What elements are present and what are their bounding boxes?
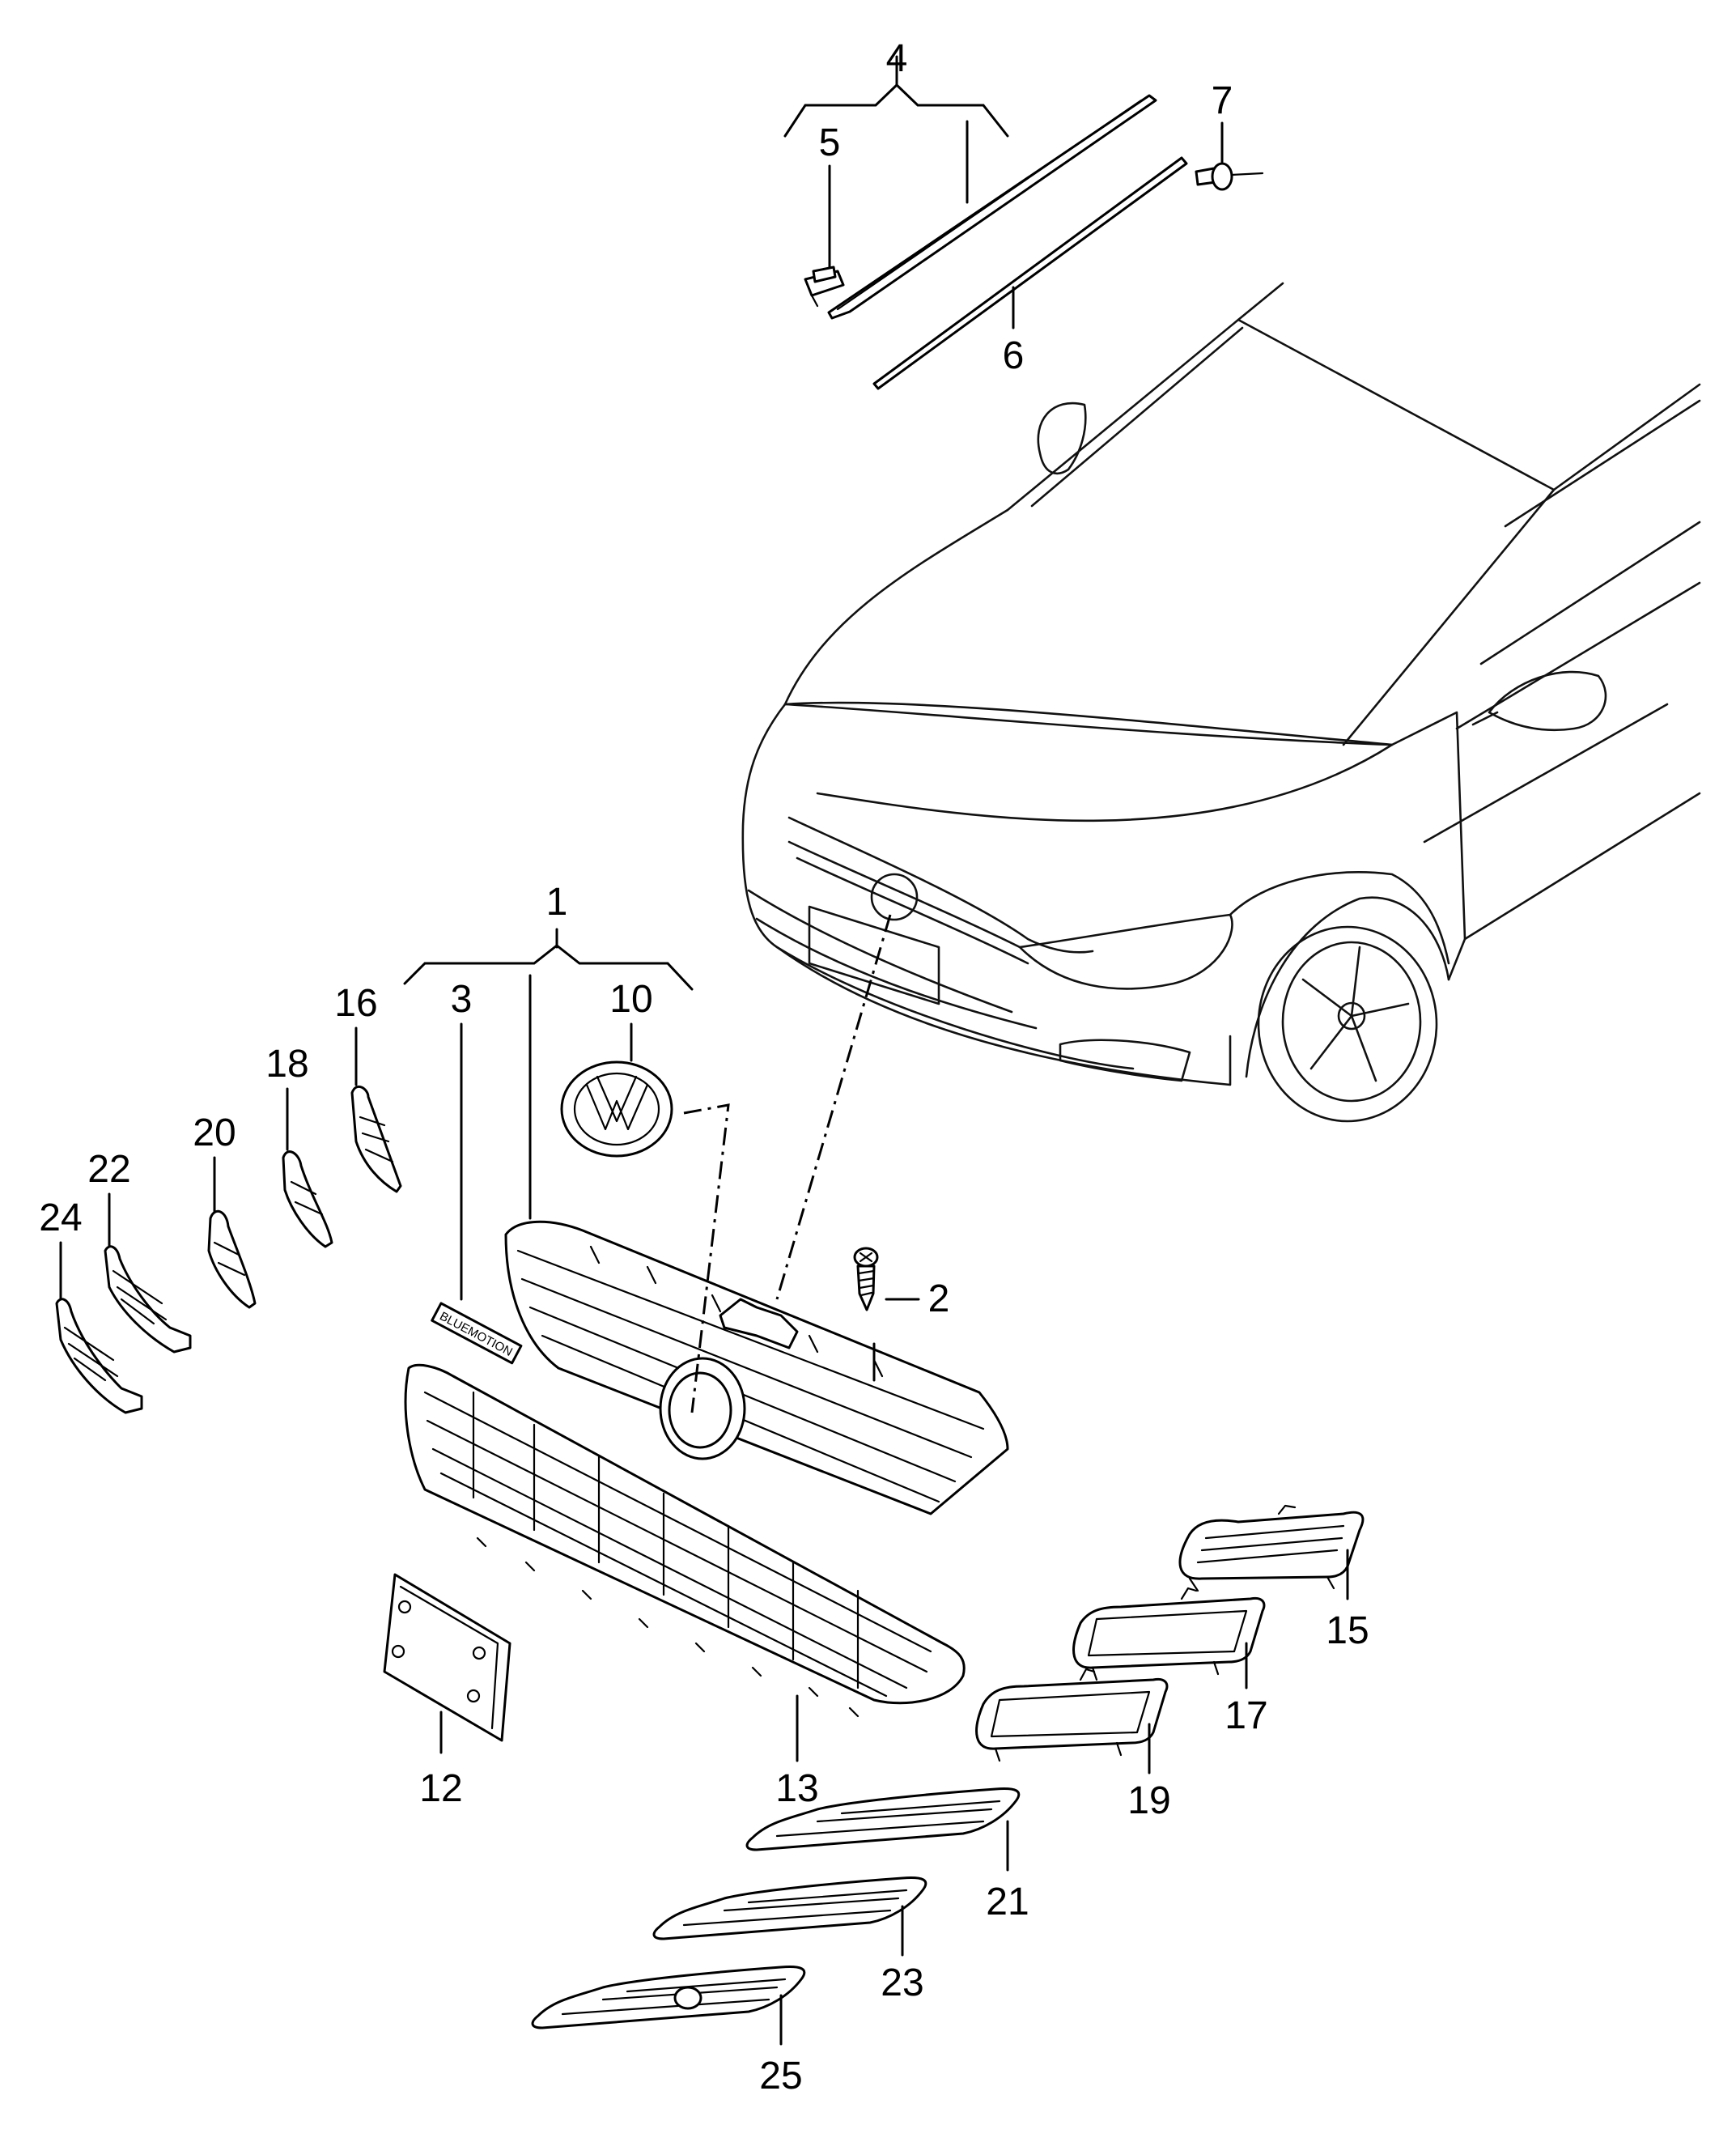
callout-1: 1 bbox=[546, 881, 568, 924]
grille-group: 1 10 2 bbox=[403, 881, 1009, 1515]
trim-22 bbox=[104, 1245, 192, 1354]
callout-12: 12 bbox=[419, 1767, 462, 1810]
callout-7: 7 bbox=[1212, 79, 1233, 122]
bluemotion-badge: BLUEMOTION bbox=[431, 1302, 523, 1365]
trim-20 bbox=[207, 1209, 257, 1309]
callout-20: 20 bbox=[193, 1111, 236, 1154]
callout-3: 3 bbox=[451, 978, 473, 1021]
lower-grille: 13 bbox=[404, 1363, 966, 1810]
rivet-part-7 bbox=[1195, 162, 1264, 191]
callout-24: 24 bbox=[39, 1196, 82, 1239]
trim-18 bbox=[282, 1150, 333, 1248]
callout-4: 4 bbox=[886, 37, 908, 80]
badge-text: BLUEMOTION bbox=[437, 1309, 515, 1359]
lower-trim-23 bbox=[652, 1876, 927, 1940]
radiator-grille bbox=[504, 1220, 1009, 1515]
screw-part-2 bbox=[853, 1247, 879, 1311]
callout-23: 23 bbox=[881, 1961, 923, 2004]
right-grille-stack: 15 17 19 bbox=[975, 1504, 1369, 1822]
trim-16 bbox=[350, 1085, 402, 1193]
lower-trim-21 bbox=[745, 1787, 1021, 1851]
callout-21: 21 bbox=[986, 1881, 1029, 1923]
callout-15: 15 bbox=[1326, 1609, 1369, 1652]
callout-6: 6 bbox=[1003, 334, 1025, 377]
fog-grille-15 bbox=[1178, 1511, 1365, 1580]
fog-grille-19 bbox=[975, 1677, 1169, 1750]
callout-2: 2 bbox=[928, 1277, 950, 1320]
roof-trim-strip bbox=[872, 156, 1188, 390]
fog-grille-17 bbox=[1072, 1596, 1266, 1669]
callout-16: 16 bbox=[334, 982, 377, 1025]
callout-19: 19 bbox=[1127, 1779, 1170, 1822]
callout-22: 22 bbox=[87, 1148, 130, 1191]
roof-rail-group: 4 6 5 7 bbox=[783, 37, 1264, 390]
bottom-trim-stack: 21 23 25 bbox=[531, 1787, 1029, 2097]
left-trim-stack: 16 18 20 22 24 bbox=[39, 982, 402, 1414]
license-plate-holder: 12 bbox=[383, 1573, 511, 1810]
callout-13: 13 bbox=[775, 1767, 818, 1810]
vw-emblem bbox=[560, 1060, 673, 1158]
callout-25: 25 bbox=[759, 2055, 802, 2097]
callout-18: 18 bbox=[265, 1043, 308, 1086]
roof-rail-upper bbox=[827, 94, 1157, 320]
callout-17: 17 bbox=[1225, 1694, 1267, 1737]
clip-part-5 bbox=[804, 266, 845, 308]
callout-5: 5 bbox=[819, 121, 841, 164]
car-outline bbox=[741, 282, 1701, 1123]
trim-24 bbox=[55, 1298, 143, 1414]
callout-10: 10 bbox=[609, 978, 652, 1021]
lower-trim-25 bbox=[531, 1966, 806, 2029]
